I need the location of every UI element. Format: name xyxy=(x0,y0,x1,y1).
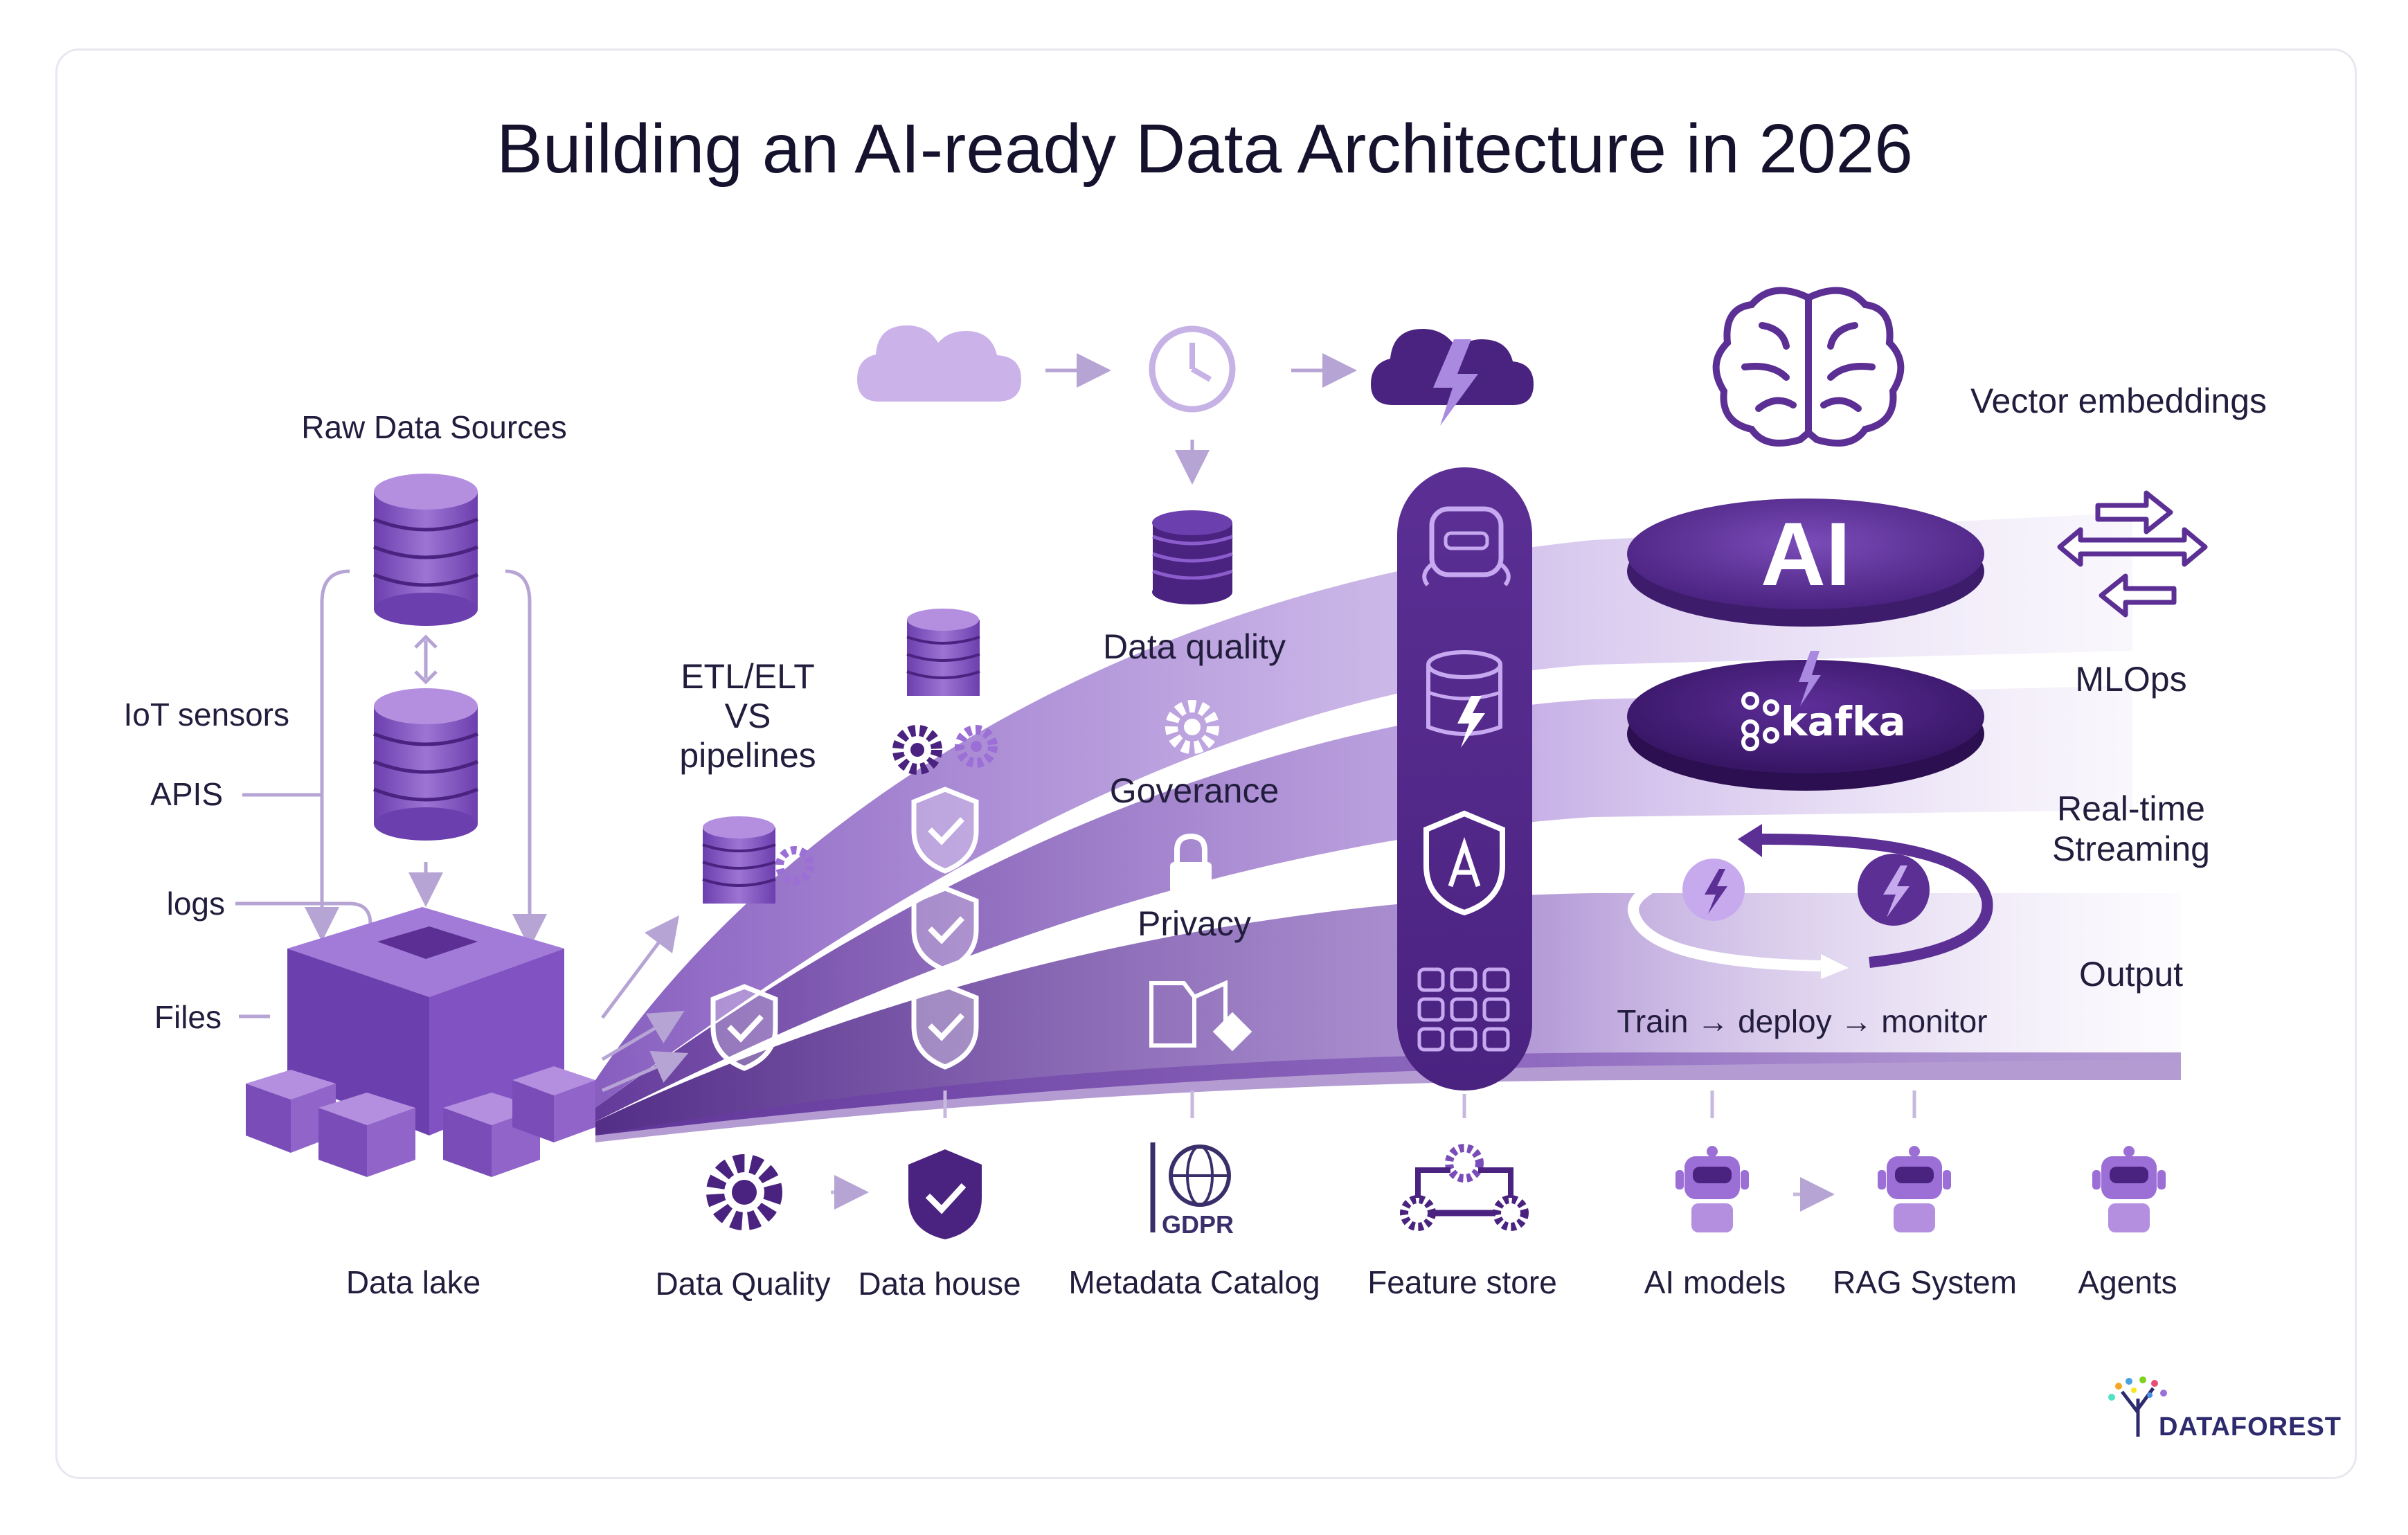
database-icon xyxy=(373,688,478,841)
data-lake-cube-icon xyxy=(246,907,595,1177)
source-item-iot: IoT sensors xyxy=(123,697,289,733)
feature-store-pill xyxy=(1397,467,1532,1090)
connector-ticks xyxy=(943,1090,1916,1118)
shield-check-icon xyxy=(710,984,778,1071)
label-output: Output xyxy=(2078,955,2184,994)
label-train-deploy-monitor: Train → deploy → monitor xyxy=(1617,1003,1988,1039)
bottom-label-metadata-catalog: Metadata Catalog xyxy=(1068,1264,1320,1300)
source-item-apis: APIS xyxy=(150,776,223,812)
gdpr-text: GDPR xyxy=(1162,1210,1234,1239)
cycle-arrow-icon xyxy=(1628,824,1993,979)
label-data-quality: Data quality xyxy=(1102,627,1286,666)
ai-disc xyxy=(1627,499,1984,627)
grid-icon xyxy=(1417,967,1510,1052)
source-connectors xyxy=(235,569,547,1018)
flow-band-bottom xyxy=(595,1052,2181,1142)
etl-line2: VS xyxy=(724,697,771,735)
flow-bands xyxy=(595,512,2181,1142)
lightning-database-icon xyxy=(1426,650,1502,748)
page-title: Building an AI-ready Data Architecture i… xyxy=(496,110,1913,188)
etl-database-icon xyxy=(702,816,814,904)
data-quality-database-icon xyxy=(1152,510,1233,604)
kafka-logo-icon xyxy=(1741,692,1779,751)
source-item-files: Files xyxy=(154,999,222,1035)
bottom-label-ai-models: AI models xyxy=(1644,1264,1786,1300)
cloud-icon xyxy=(857,325,1021,402)
bottom-label-feature-store: Feature store xyxy=(1367,1264,1557,1300)
label-governance: Goverance xyxy=(1109,771,1279,810)
kafka-disc xyxy=(1627,651,1984,791)
label-vector-embeddings: Vector embeddings xyxy=(1970,381,2267,420)
brand-name: DATAFOREST xyxy=(2159,1412,2342,1442)
bottom-label-rag-system: RAG System xyxy=(1833,1264,2017,1300)
bottom-label-data-house: Data house xyxy=(858,1266,1021,1302)
shield-check-icon xyxy=(911,886,979,973)
robot-icon xyxy=(1675,1146,1749,1232)
lightning-cloud-icon xyxy=(1371,329,1534,426)
shield-a-icon xyxy=(1423,810,1505,916)
gear-icon xyxy=(706,1154,782,1230)
etl-line3: pipelines xyxy=(679,736,816,775)
shield-check-icon xyxy=(911,787,979,874)
database-icon xyxy=(373,474,478,626)
ai-badge-text: AI xyxy=(1761,503,1851,604)
clock-icon xyxy=(1149,325,1236,413)
label-realtime-streaming: Real-time Streaming xyxy=(2052,789,2210,868)
shield-check-icon xyxy=(911,982,979,1070)
flow-band-low xyxy=(595,893,2181,1135)
feature-store-icon xyxy=(1400,1144,1529,1231)
etl-line1: ETL/ELT xyxy=(681,657,815,696)
dataforest-logo-icon xyxy=(2108,1376,2167,1437)
gear-icon xyxy=(892,725,998,775)
label-mlops: MLOps xyxy=(2075,660,2187,699)
label-privacy: Privacy xyxy=(1138,904,1251,943)
stack-database-icon xyxy=(906,609,980,696)
gear-icon xyxy=(1165,700,1219,754)
shield-check-icon xyxy=(908,1149,982,1239)
flow-band-mid xyxy=(595,685,2132,1122)
bottom-label-data-lake: Data lake xyxy=(345,1264,481,1300)
globe-icon xyxy=(1150,1142,1231,1232)
brain-icon xyxy=(1712,287,1905,447)
kafka-badge-text: kafka xyxy=(1781,698,1906,745)
source-item-logs: logs xyxy=(166,886,225,922)
robot-icon xyxy=(1878,1146,1951,1232)
bottom-label-agents: Agents xyxy=(2078,1264,2177,1300)
raw-sources-heading: Raw Data Sources xyxy=(301,409,567,445)
bottom-label-data-quality: Data Quality xyxy=(655,1266,831,1302)
lock-icon xyxy=(1170,833,1212,893)
swap-arrows-icon xyxy=(2057,490,2208,618)
catalog-tag-icon xyxy=(1149,980,1252,1052)
etl-arrows xyxy=(601,915,689,1093)
bot-face-icon xyxy=(1422,506,1511,586)
robot-icon xyxy=(2092,1146,2166,1232)
